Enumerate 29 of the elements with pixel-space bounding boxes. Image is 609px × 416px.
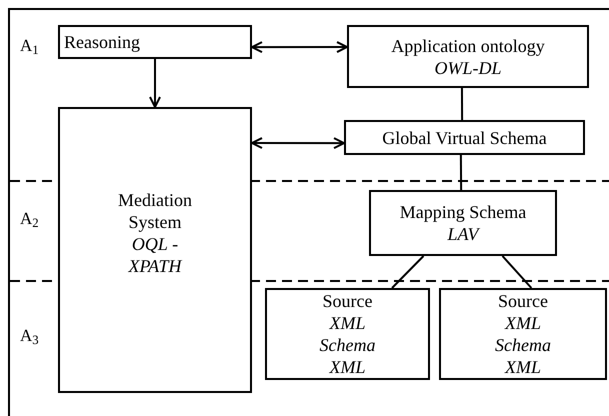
box-subtitle: OWL-DL xyxy=(434,56,502,78)
process-box xyxy=(58,107,252,393)
process-box xyxy=(265,288,430,380)
box-subtitle: XML Schema XML xyxy=(494,312,552,378)
process-box xyxy=(344,120,585,155)
box-title: Global Virtual Schema xyxy=(382,126,547,148)
process-box xyxy=(369,190,557,256)
box-subtitle: OQL - XPATH xyxy=(127,233,184,277)
layer-label: A$_{1}$ xyxy=(20,35,39,57)
box-title: Source xyxy=(498,290,548,312)
arrow xyxy=(251,41,348,54)
arrow xyxy=(149,59,161,108)
connector-line xyxy=(460,88,464,120)
box-subtitle: LAV xyxy=(447,223,479,245)
connector-line xyxy=(391,255,424,289)
box-title: Mediation System xyxy=(117,189,193,233)
layer-label: A$_{2}$ xyxy=(20,208,39,230)
arrow xyxy=(251,137,345,150)
box-title: Reasoning xyxy=(64,31,140,53)
process-box xyxy=(58,25,252,59)
box-title: Application ontology xyxy=(391,34,545,56)
box-title: Source xyxy=(322,290,372,312)
box-title: Mapping Schema xyxy=(400,201,526,223)
box-subtitle: XML Schema XML xyxy=(318,312,376,378)
process-box xyxy=(347,25,589,88)
connector-line xyxy=(460,155,462,190)
layer-label: A$_{3}$ xyxy=(20,325,39,347)
connector-line xyxy=(502,255,532,289)
process-box xyxy=(439,288,607,380)
